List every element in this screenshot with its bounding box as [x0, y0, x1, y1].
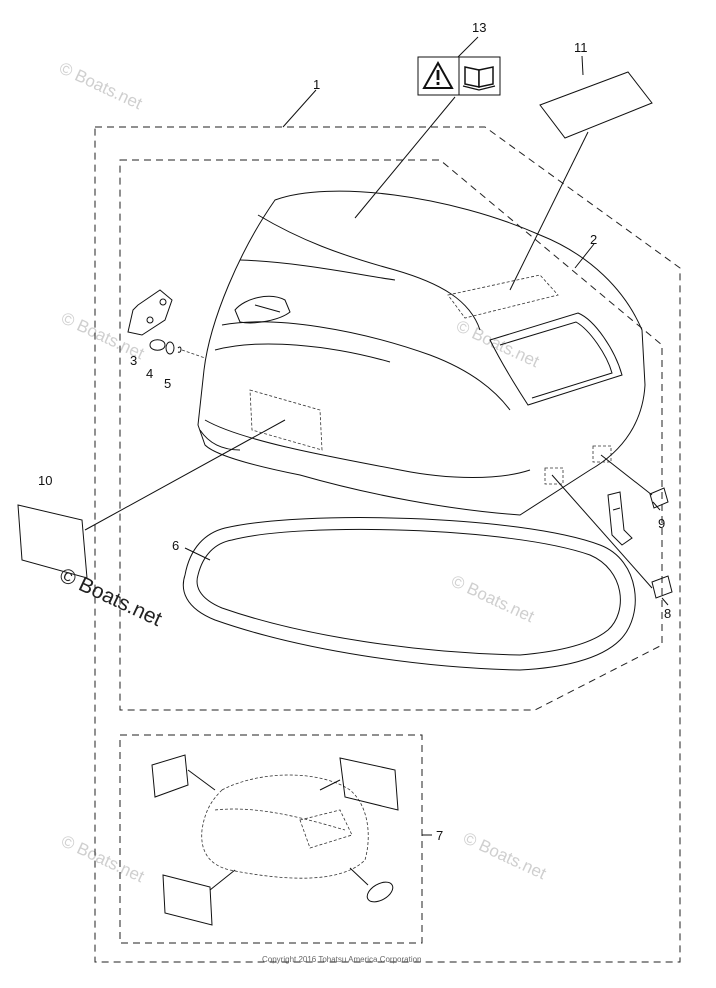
watermark-prominent: © Boats.net: [56, 564, 166, 631]
callout-13: 13: [472, 20, 486, 35]
manual-book-icon: [462, 66, 496, 91]
warning-label-part-13: [417, 56, 501, 96]
callout-8: 8: [664, 606, 671, 621]
callout-1: 1: [313, 77, 320, 92]
kit-box-item-7: [119, 734, 423, 944]
warning-triangle-icon: [422, 60, 454, 89]
small-cover-illustration: [151, 754, 399, 926]
leader-lines: [84, 36, 669, 891]
callout-11: 11: [574, 40, 588, 55]
watermark-bottom-left: © Boats.net: [58, 831, 147, 886]
clip-part: [607, 487, 673, 599]
copyright-notice: Copyright 2016 Tohatsu America Corporati…: [262, 955, 422, 964]
callout-7: 7: [436, 828, 443, 843]
callout-labels: 1 2 3 4 5 6 7 8 9 10 11 13: [38, 20, 671, 843]
callout-5: 5: [164, 376, 171, 391]
watermark-group: © Boats.net © Boats.net © Boats.net © Bo…: [56, 58, 549, 886]
decal-part-10: [17, 504, 88, 579]
callout-4: 4: [146, 366, 153, 381]
engine-cover: [197, 190, 646, 516]
callout-6: 6: [172, 538, 179, 553]
watermark-top-left: © Boats.net: [56, 58, 145, 113]
seal-ring-part-6: [182, 517, 636, 671]
assembly-boundary-inner: [119, 159, 663, 711]
watermark-bottom-right: © Boats.net: [460, 828, 549, 883]
decal-part-11: [539, 71, 653, 139]
watermark-mid-right: © Boats.net: [453, 316, 542, 371]
callout-9: 9: [658, 516, 665, 531]
callout-2: 2: [590, 232, 597, 247]
callout-10: 10: [38, 473, 52, 488]
assembly-boundary-outer: [94, 126, 681, 963]
watermark-lower-right: © Boats.net: [448, 571, 537, 626]
callout-3: 3: [130, 353, 137, 368]
bracket-part-3: [127, 289, 206, 359]
